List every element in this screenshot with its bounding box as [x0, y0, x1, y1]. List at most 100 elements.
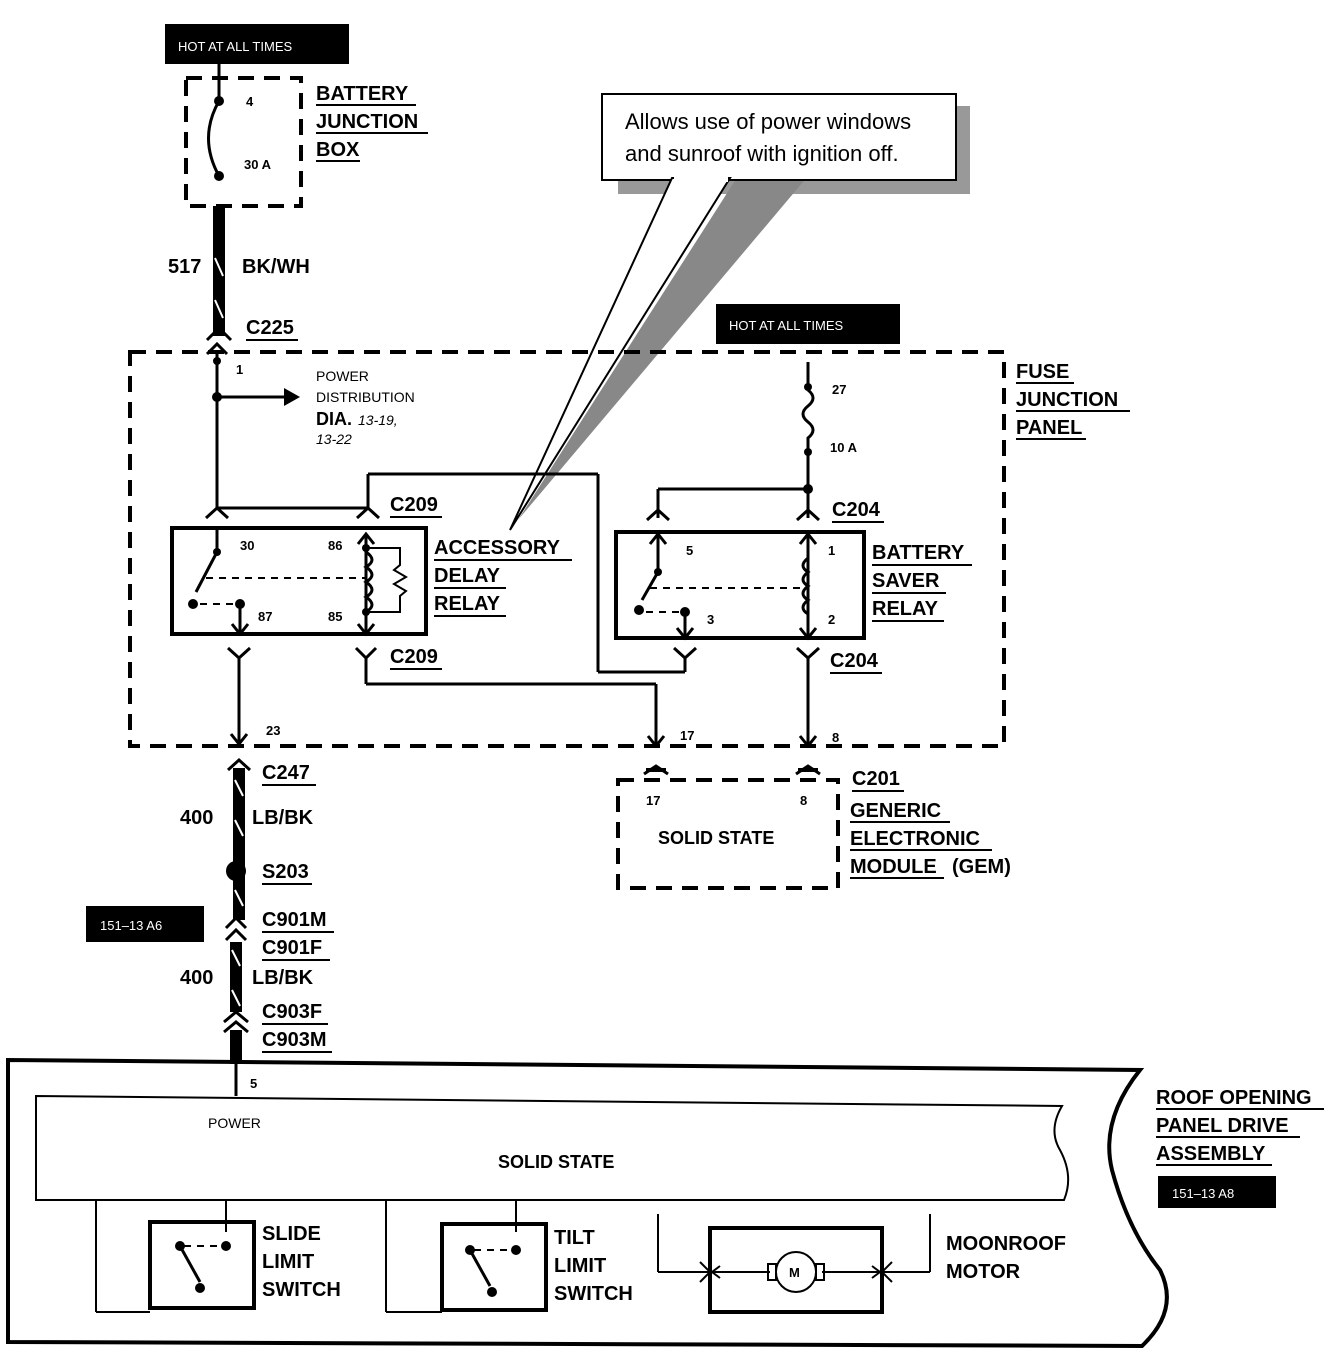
fuse-symbol-30a [207, 100, 221, 177]
connector-c901f: C901F [262, 937, 322, 959]
battery-junction-box-label-3: BOX [316, 139, 360, 161]
connector-c204-bottom: C204 [830, 650, 879, 672]
svg-text:HOT AT ALL TIMES: HOT AT ALL TIMES [729, 318, 843, 333]
relay-pin-85: 85 [328, 609, 342, 624]
svg-text:C225: C225 [246, 317, 294, 339]
connector-c209-bottom: C209 [390, 646, 438, 668]
motor-label-1: MOONROOF [946, 1233, 1066, 1255]
accessory-delay-relay-label-3: RELAY [434, 593, 501, 615]
relay-coil-icon [363, 550, 374, 614]
accessory-delay-relay: 30 86 87 85 ACCESSORY DELAY RELAY [170, 526, 572, 637]
wire-color-bkwh: BK/WH [242, 256, 310, 278]
slide-limit-switch: SLIDE LIMIT SWITCH [95, 1200, 341, 1313]
relay-pin-86: 86 [328, 538, 342, 553]
fuse-junction-panel-label-1: FUSE [1016, 361, 1069, 383]
callout-note: Allows use of power windows and sunroof … [509, 93, 970, 531]
battery-saver-relay-label-3: RELAY [872, 598, 939, 620]
wire-color-lbbk-2: LB/BK [252, 967, 314, 989]
roof-assembly-label-3: ASSEMBLY [1156, 1143, 1266, 1165]
fuse-panel-lower-wiring: C209 23 C204 17 8 [226, 646, 882, 749]
connector-c901m: C901M [262, 909, 326, 931]
slide-label-2: LIMIT [262, 1251, 314, 1273]
battery-saver-relay-label-2: SAVER [872, 570, 940, 592]
relay-pin-2: 2 [828, 612, 835, 627]
hot-at-all-times-tag-fuse: HOT AT ALL TIMES [716, 304, 900, 344]
tilt-label-3: SWITCH [554, 1283, 633, 1305]
slide-label-3: SWITCH [262, 1279, 341, 1301]
reference-tag-left: 151–13 A6 [86, 906, 204, 942]
relay-pin-3: 3 [707, 612, 714, 627]
resistor-icon [366, 547, 408, 613]
gem-pin-8: 8 [800, 793, 807, 808]
pin-1-label: 1 [236, 362, 243, 377]
accessory-delay-relay-label-1: ACCESSORY [434, 537, 561, 559]
battery-junction-box-label-1: BATTERY [316, 83, 409, 105]
relay-pin-1: 1 [828, 543, 835, 558]
fuse-junction-panel: FUSE JUNCTION PANEL 1 POWER DISTRIBUTION… [128, 350, 1130, 748]
tilt-label-2: LIMIT [554, 1255, 606, 1277]
hot-at-all-times-tag-top: HOT AT ALL TIMES [165, 24, 349, 64]
roof-opening-panel-drive-assembly: 5 POWER SOLID STATE ROOF OPENING PANEL D… [6, 1057, 1324, 1349]
connector-c903f: C903F [262, 1001, 322, 1023]
relay-pin-87: 87 [258, 609, 272, 624]
fuse-junction-panel-label-2: JUNCTION [1016, 389, 1118, 411]
power-distribution-line-2: DISTRIBUTION [316, 389, 415, 405]
motor-icon [775, 1251, 817, 1293]
battery-junction-box: 4 30 A BATTERY JUNCTION BOX [184, 64, 428, 208]
battery-saver-relay: 5 1 3 2 BATTERY SAVER RELAY [614, 530, 972, 641]
splice-s203 [226, 861, 246, 881]
callout-line-1: Allows use of power windows [625, 109, 911, 134]
roof-assembly-label-2: PANEL DRIVE [1156, 1115, 1289, 1137]
pin-4-label: 4 [246, 94, 254, 109]
pin-17-label: 17 [680, 728, 694, 743]
relay-pin-30: 30 [240, 538, 254, 553]
gem-solid-state: SOLID STATE [658, 828, 774, 848]
solid-state-module [35, 1094, 1070, 1201]
assembly-pin-5: 5 [250, 1076, 257, 1091]
wire-color-lbbk-1: LB/BK [252, 807, 314, 829]
callout-line-2: and sunroof with ignition off. [625, 141, 899, 166]
circuit-400-label-2: 400 [180, 967, 213, 989]
gem-label-2: ELECTRONIC [850, 828, 980, 850]
svg-text:151–13 A6: 151–13 A6 [100, 918, 162, 933]
svg-text:151–13 A8: 151–13 A8 [1172, 1186, 1234, 1201]
connector-c225: C225 [205, 317, 298, 356]
power-distribution-line-1: POWER [316, 368, 369, 384]
motor-symbol: M [789, 1265, 800, 1280]
connector-c201: C201 [852, 768, 900, 790]
dia-refs-1: 13-19, [358, 412, 398, 428]
gem-label-3: MODULE [850, 856, 937, 878]
battery-junction-box-label-2: JUNCTION [316, 111, 418, 133]
pin-27-label: 27 [832, 382, 846, 397]
arrow-right-icon [284, 388, 300, 406]
tilt-label-1: TILT [554, 1227, 595, 1249]
svg-text:HOT AT ALL TIMES: HOT AT ALL TIMES [178, 39, 292, 54]
generic-electronic-module: 17 8 SOLID STATE C201 GENERIC ELECTRONIC… [616, 764, 1011, 890]
assembly-solid-state: SOLID STATE [498, 1152, 614, 1172]
pin-23-label: 23 [266, 723, 280, 738]
motor-label-2: MOTOR [946, 1261, 1021, 1283]
tilt-limit-switch: TILT LIMIT SWITCH [385, 1200, 633, 1313]
gem-label-1: GENERIC [850, 800, 941, 822]
gem-pin-17: 17 [646, 793, 660, 808]
moonroof-motor: M MOONROOF MOTOR [657, 1214, 1066, 1314]
harness-400: C247 400 LB/BK S203 C901M C901F 400 LB/B… [180, 757, 334, 1064]
accessory-delay-relay-label-2: DELAY [434, 565, 501, 587]
power-label: POWER [208, 1115, 261, 1131]
roof-assembly-label-1: ROOF OPENING [1156, 1087, 1312, 1109]
battery-saver-relay-label-1: BATTERY [872, 542, 965, 564]
splice-s203-label: S203 [262, 861, 309, 883]
dia-refs-2: 13-22 [316, 431, 352, 447]
connector-c247: C247 [262, 762, 310, 784]
dia-label: DIA. [316, 409, 352, 429]
pin-8-label: 8 [832, 730, 839, 745]
connector-c204-top: C204 [832, 499, 881, 521]
wire-517: 517 BK/WH [168, 206, 310, 336]
gem-label-suffix: (GEM) [952, 856, 1011, 878]
fuse-10a-label: 10 A [830, 440, 858, 455]
circuit-517-label: 517 [168, 256, 201, 278]
connector-c903m: C903M [262, 1029, 326, 1051]
slide-label-1: SLIDE [262, 1223, 321, 1245]
fuse-rating-30a: 30 A [244, 157, 272, 172]
